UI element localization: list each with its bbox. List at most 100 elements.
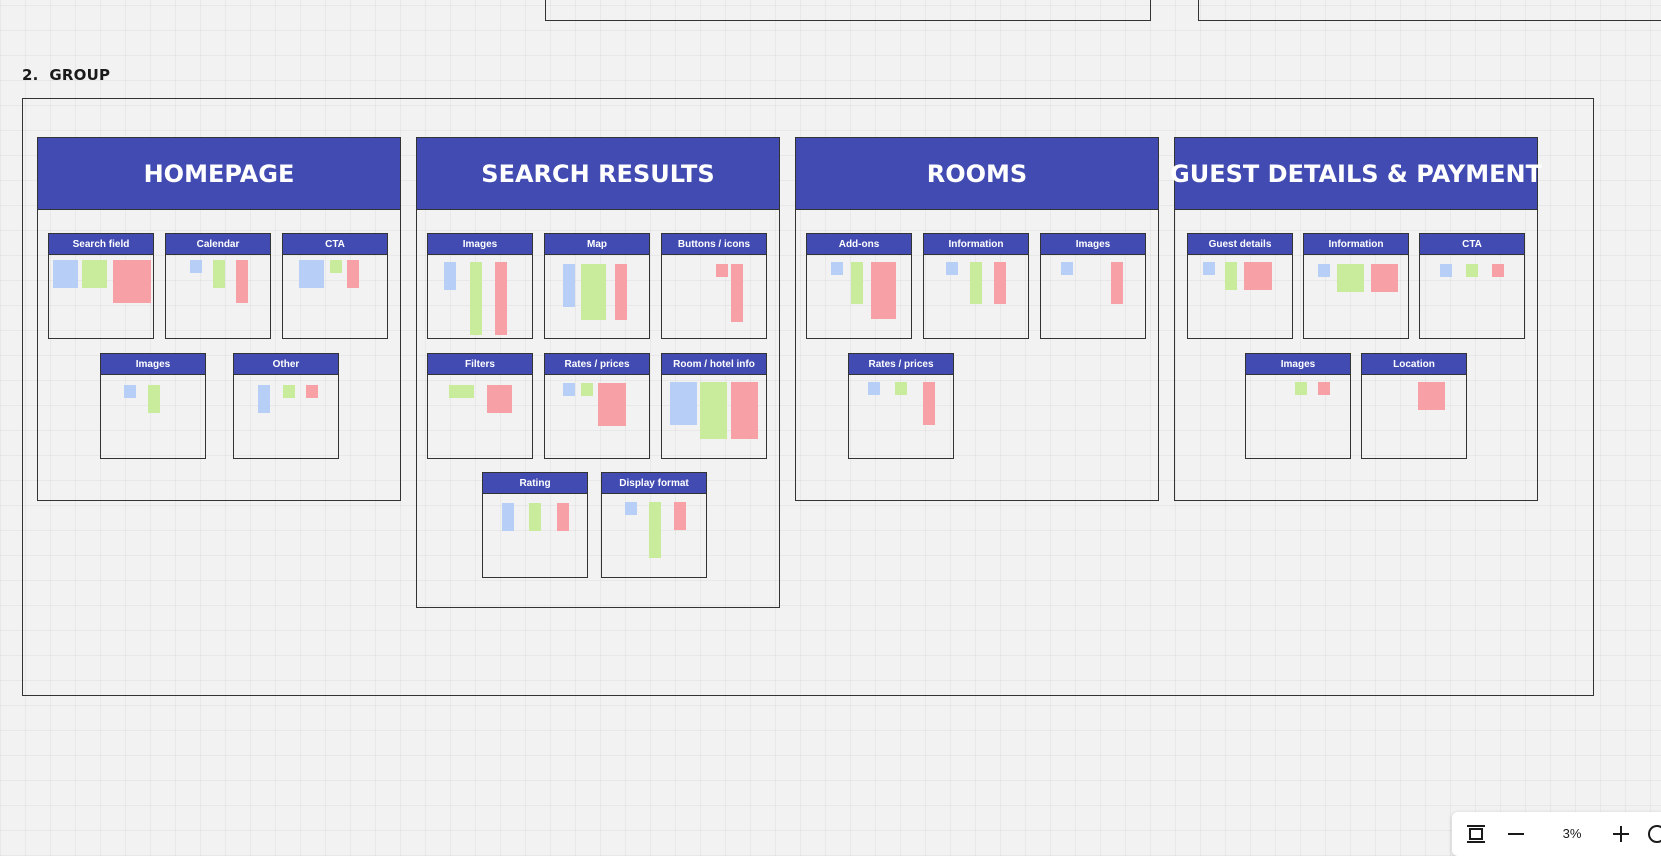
sticky-note[interactable] [529,503,541,531]
card-buttons-icons[interactable]: Buttons / icons [661,233,767,339]
sticky-note[interactable] [731,382,758,439]
card-rates-prices[interactable]: Rates / prices [848,353,954,459]
sticky-note[interactable] [283,385,295,398]
sticky-note[interactable] [502,503,514,531]
sticky-note[interactable] [53,260,78,288]
card-images[interactable]: Images [427,233,533,339]
sticky-note[interactable] [306,385,318,398]
sticky-note[interactable] [1418,382,1445,410]
sticky-note[interactable] [124,385,136,398]
sticky-note[interactable] [649,502,661,558]
sticky-note[interactable] [1111,262,1123,304]
card-search-field[interactable]: Search field [48,233,154,339]
sticky-note[interactable] [871,262,896,319]
sticky-note[interactable] [495,262,507,335]
sticky-note[interactable] [449,385,474,398]
card-display-format[interactable]: Display format [601,472,707,578]
sticky-note[interactable] [1225,262,1237,290]
card-calendar[interactable]: Calendar [165,233,271,339]
sticky-note[interactable] [895,382,907,395]
sticky-note[interactable] [946,262,958,275]
card-images[interactable]: Images [100,353,206,459]
card-other[interactable]: Other [233,353,339,459]
sticky-note[interactable] [1295,382,1307,395]
section-rooms[interactable]: ROOMS [795,137,1159,501]
card-cta[interactable]: CTA [1419,233,1525,339]
card-buttons-icons-title: Buttons / icons [662,234,766,255]
sticky-note[interactable] [236,260,248,303]
card-information[interactable]: Information [923,233,1029,339]
sticky-note[interactable] [598,383,626,426]
sticky-note[interactable] [716,264,728,277]
card-map[interactable]: Map [544,233,650,339]
card-rating[interactable]: Rating [482,472,588,578]
sticky-note[interactable] [970,262,982,304]
sticky-note[interactable] [487,385,512,413]
section-guest-details-payment[interactable]: GUEST DETAILS & PAYMENT [1170,137,1542,501]
sticky-note[interactable] [213,260,225,288]
sticky-note[interactable] [557,503,569,531]
frame-partial-left[interactable] [545,0,1151,21]
zoom-out-button[interactable] [1502,820,1530,848]
card-images[interactable]: Images [1245,353,1351,459]
zoom-level[interactable]: 3% [1562,826,1582,841]
sticky-note[interactable] [299,260,324,288]
sticky-note[interactable] [831,262,843,275]
sticky-note[interactable] [731,264,743,322]
sticky-note[interactable] [1318,264,1330,277]
fit-to-screen-icon[interactable] [1462,820,1490,848]
section-search-results[interactable]: SEARCH RESULTS [416,137,780,608]
sticky-note[interactable] [563,383,575,396]
sticky-note[interactable] [625,502,637,515]
sticky-note[interactable] [444,262,456,290]
card-cta-title: CTA [1420,234,1524,255]
sticky-note[interactable] [258,385,270,413]
card-rates-prices[interactable]: Rates / prices [544,353,650,459]
sticky-note[interactable] [1061,262,1073,275]
sticky-note[interactable] [994,262,1006,304]
sticky-note[interactable] [670,382,697,425]
sticky-note[interactable] [1244,262,1272,290]
card-guest-details[interactable]: Guest details [1187,233,1293,339]
sticky-note[interactable] [330,260,342,273]
zoom-in-button[interactable] [1607,820,1635,848]
card-rating-title: Rating [483,473,587,494]
sticky-note[interactable] [1440,264,1452,277]
card-other-title: Other [234,354,338,375]
card-cta[interactable]: CTA [282,233,388,339]
minus-icon [1508,833,1524,835]
card-add-ons[interactable]: Add-ons [806,233,912,339]
sticky-note[interactable] [868,382,880,395]
card-images[interactable]: Images [1040,233,1146,339]
sticky-note[interactable] [1318,382,1330,395]
card-room-hotel-info[interactable]: Room / hotel info [661,353,767,459]
sticky-note[interactable] [1337,264,1364,292]
sticky-note[interactable] [563,264,575,307]
sticky-note[interactable] [674,502,686,530]
card-information[interactable]: Information [1303,233,1409,339]
sticky-note[interactable] [923,382,935,425]
sticky-note[interactable] [347,260,359,288]
sticky-note[interactable] [1492,264,1504,277]
group-number: 2. [22,66,39,84]
sticky-note[interactable] [1371,264,1398,292]
sticky-note[interactable] [851,262,863,304]
section-homepage[interactable]: HOMEPAGE [37,137,401,501]
frame-partial-right[interactable] [1198,0,1661,21]
card-location[interactable]: Location [1361,353,1467,459]
sticky-note[interactable] [1466,264,1478,277]
help-icon[interactable] [1643,820,1661,848]
card-add-ons-title: Add-ons [807,234,911,255]
sticky-note[interactable] [190,260,202,273]
card-filters[interactable]: Filters [427,353,533,459]
sticky-note[interactable] [615,264,627,320]
sticky-note[interactable] [581,383,593,396]
sticky-note[interactable] [1203,262,1215,275]
group-frame[interactable] [22,98,1594,696]
sticky-note[interactable] [82,260,107,288]
sticky-note[interactable] [700,382,727,439]
sticky-note[interactable] [148,385,160,413]
sticky-note[interactable] [470,262,482,335]
sticky-note[interactable] [581,264,606,320]
sticky-note[interactable] [113,260,151,303]
